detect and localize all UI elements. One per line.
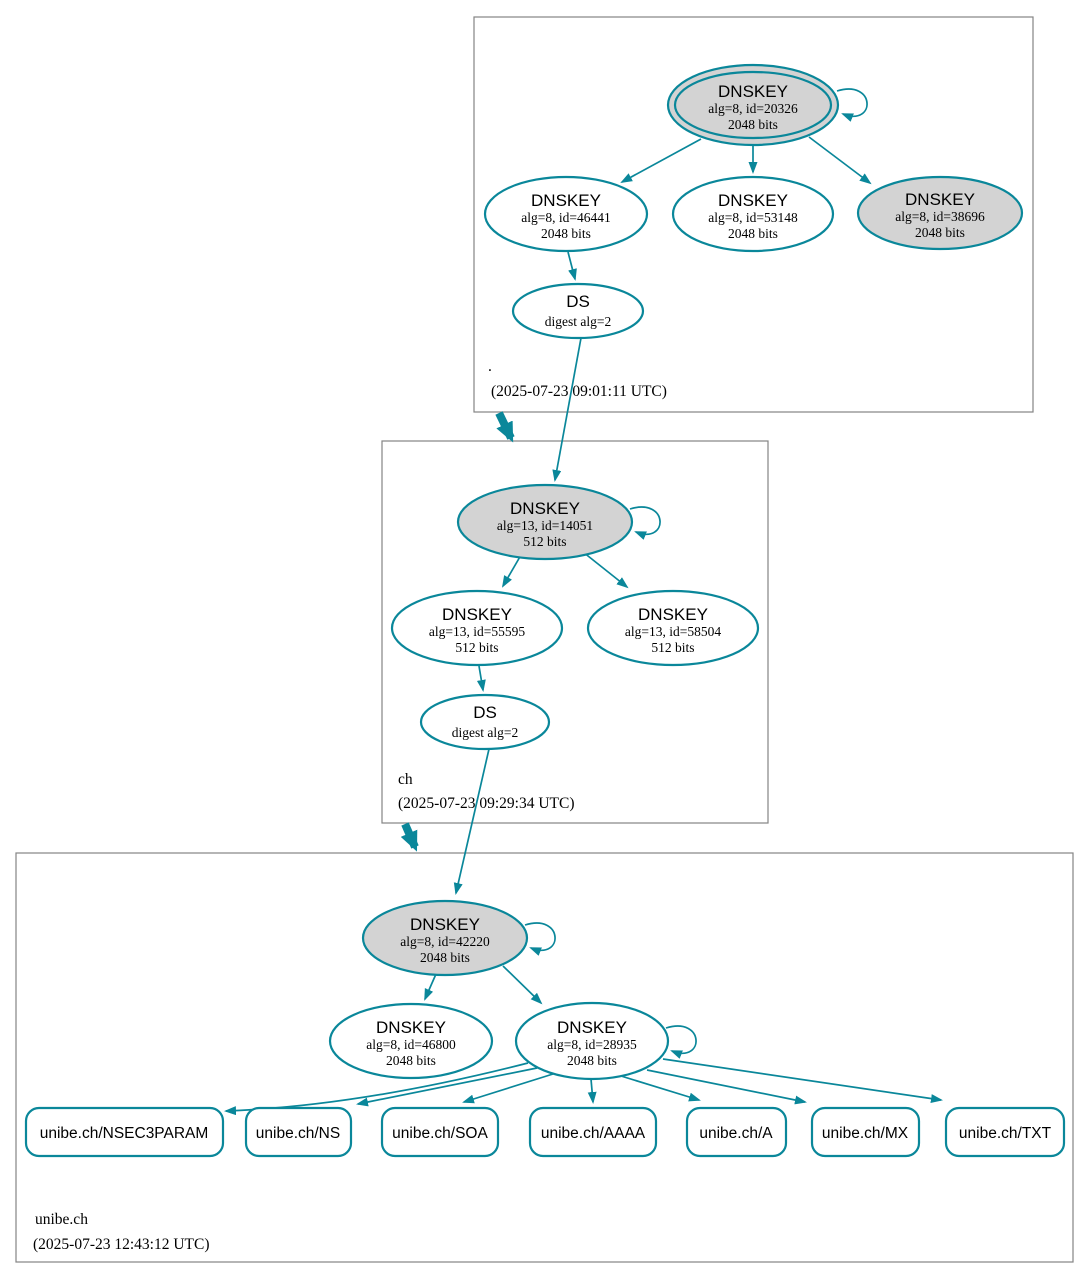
edge-unibe-ksk-to-zsk-28935 — [502, 965, 543, 1005]
edge-unibe-ksk-selfsign — [524, 922, 556, 956]
node-dnskey-53148[interactable]: DNSKEY alg=8, id=53148 2048 bits — [671, 175, 835, 253]
node-detail: 2048 bits — [420, 950, 470, 965]
node-detail: alg=13, id=14051 — [497, 518, 593, 533]
node-detail: 2048 bits — [386, 1053, 436, 1068]
rrset-label: unibe.ch/AAAA — [541, 1125, 646, 1142]
node-title: DNSKEY — [718, 191, 788, 210]
node-detail: 512 bits — [651, 640, 694, 655]
edge-unibe-ksk-to-zsk-46800 — [424, 973, 437, 1001]
node-detail: alg=13, id=58504 — [625, 624, 721, 639]
node-detail: alg=8, id=38696 — [895, 209, 985, 224]
node-detail: 512 bits — [455, 640, 498, 655]
edge-zsk-46441-to-ds — [567, 251, 577, 281]
edge-ch-ksk-to-zsk-58504 — [582, 551, 629, 589]
node-title: DNSKEY — [638, 605, 708, 624]
node-detail: digest alg=2 — [545, 314, 611, 329]
edge-root-ksk-to-key-38696 — [808, 136, 872, 185]
rrset-label: unibe.ch/SOA — [392, 1125, 488, 1142]
node-detail: alg=13, id=55595 — [429, 624, 525, 639]
edge-zsk-to-a — [620, 1075, 701, 1102]
edge-zsk-to-aaaa — [587, 1078, 597, 1104]
node-detail: alg=8, id=46800 — [366, 1037, 456, 1052]
zone-label-ch: ch — [398, 771, 413, 788]
node-dnskey-42220-ksk[interactable]: DNSKEY alg=8, id=42220 2048 bits — [361, 899, 529, 977]
rrset-label: unibe.ch/NSEC3PARAM — [40, 1125, 209, 1142]
zone-box-unibe-ch — [15, 852, 1074, 1263]
rrset-label: unibe.ch/MX — [822, 1125, 909, 1142]
edge-root-ksk-to-zsk-46441 — [620, 138, 702, 183]
node-detail: alg=8, id=53148 — [708, 210, 798, 225]
node-ds-ch[interactable]: DS digest alg=2 — [419, 693, 551, 751]
edge-zsk-to-soa — [462, 1073, 554, 1104]
edge-root-ksk-selfsign — [836, 88, 868, 122]
node-detail: 2048 bits — [567, 1053, 617, 1068]
node-dnskey-46441[interactable]: DNSKEY alg=8, id=46441 2048 bits — [483, 175, 649, 253]
node-detail: 2048 bits — [915, 225, 965, 240]
node-title: DNSKEY — [531, 191, 601, 210]
zone-label-root: . — [488, 358, 492, 375]
node-ds-root[interactable]: DS digest alg=2 — [511, 282, 645, 340]
rrset-label: unibe.ch/A — [699, 1125, 773, 1142]
node-title: DNSKEY — [557, 1018, 627, 1037]
edge-ch-zsk-55595-to-ds — [476, 665, 486, 692]
edge-ch-ksk-to-zsk-55595 — [501, 554, 522, 588]
edge-ch-ds-to-unibe-ksk — [453, 748, 490, 895]
edge-zsk-to-mx — [646, 1069, 807, 1105]
node-detail: alg=8, id=20326 — [708, 101, 798, 116]
node-detail: digest alg=2 — [452, 725, 518, 740]
rrset-a[interactable]: unibe.ch/A — [685, 1106, 788, 1158]
node-title: DNSKEY — [905, 190, 975, 209]
node-dnskey-28935[interactable]: DNSKEY alg=8, id=28935 2048 bits — [514, 1001, 670, 1081]
rrset-ns[interactable]: unibe.ch/NS — [244, 1106, 353, 1158]
edge-zsk-to-txt — [662, 1058, 943, 1103]
node-dnskey-55595[interactable]: DNSKEY alg=13, id=55595 512 bits — [390, 589, 564, 667]
zone-label-unibe-ch: unibe.ch — [35, 1211, 88, 1228]
rrset-txt[interactable]: unibe.ch/TXT — [944, 1106, 1066, 1158]
node-title: DS — [473, 703, 497, 722]
rrset-nsec3param[interactable]: unibe.ch/NSEC3PARAM — [24, 1106, 225, 1158]
rrset-aaaa[interactable]: unibe.ch/AAAA — [528, 1106, 658, 1158]
edge-root-ds-to-ch-ksk — [552, 337, 582, 482]
rrset-mx[interactable]: unibe.ch/MX — [810, 1106, 921, 1158]
edge-unibe-zsk-selfsign — [665, 1025, 697, 1059]
zone-timestamp-ch: (2025-07-23 09:29:34 UTC) — [398, 795, 575, 812]
rrset-label: unibe.ch/TXT — [959, 1125, 1052, 1142]
edge-delegation-ch-to-unibe — [400, 822, 419, 852]
node-detail: alg=8, id=28935 — [547, 1037, 637, 1052]
node-detail: 2048 bits — [728, 117, 778, 132]
rrset-label: unibe.ch/NS — [256, 1125, 340, 1142]
node-title: DS — [566, 292, 590, 311]
node-title: DNSKEY — [410, 915, 480, 934]
zone-timestamp-unibe-ch: (2025-07-23 12:43:12 UTC) — [33, 1236, 210, 1253]
edge-zsk-to-ns — [356, 1067, 538, 1107]
node-title: DNSKEY — [376, 1018, 446, 1037]
node-dnskey-20326-ksk[interactable]: DNSKEY alg=8, id=20326 2048 bits — [666, 63, 840, 147]
node-dnskey-38696[interactable]: DNSKEY alg=8, id=38696 2048 bits — [856, 175, 1024, 251]
node-detail: alg=8, id=42220 — [400, 934, 490, 949]
node-detail: alg=8, id=46441 — [521, 210, 610, 225]
zone-box-root — [473, 16, 1034, 413]
zone-box-ch — [381, 440, 769, 824]
node-title: DNSKEY — [510, 499, 580, 518]
edge-ch-ksk-selfsign — [629, 506, 661, 540]
node-dnskey-14051-ksk[interactable]: DNSKEY alg=13, id=14051 512 bits — [456, 483, 634, 561]
node-dnskey-46800[interactable]: DNSKEY alg=8, id=46800 2048 bits — [328, 1002, 494, 1080]
rrset-soa[interactable]: unibe.ch/SOA — [380, 1106, 500, 1158]
node-detail: 2048 bits — [541, 226, 591, 241]
node-dnskey-58504[interactable]: DNSKEY alg=13, id=58504 512 bits — [586, 589, 760, 667]
node-title: DNSKEY — [718, 82, 788, 101]
zone-timestamp-root: (2025-07-23 09:01:11 UTC) — [491, 383, 667, 400]
node-title: DNSKEY — [442, 605, 512, 624]
edge-delegation-root-to-ch — [495, 411, 515, 443]
node-detail: 2048 bits — [728, 226, 778, 241]
node-detail: 512 bits — [523, 534, 566, 549]
